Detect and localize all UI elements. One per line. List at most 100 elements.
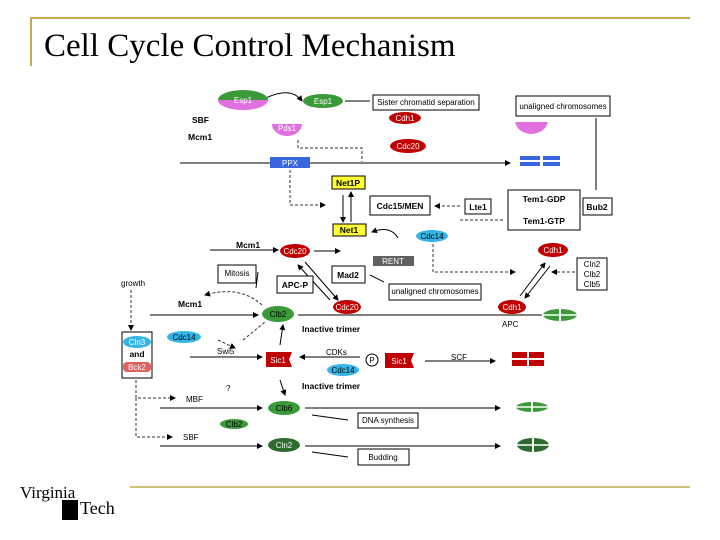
node-net1p: Net1P (331, 175, 366, 190)
node-esp1-pds1: Esp1 (218, 90, 268, 110)
svg-text:Clb6: Clb6 (276, 404, 293, 413)
node-sic1-p: Sic1 (385, 353, 414, 368)
node-net1: Net1 (332, 223, 367, 237)
svg-text:Clb5: Clb5 (584, 280, 601, 289)
box-bub2: Bub2 (582, 197, 613, 216)
svg-text:RENT: RENT (382, 257, 404, 266)
phosphate-node: P (365, 353, 379, 367)
clb6-degraded-icon (515, 401, 549, 413)
svg-text:Cln2: Cln2 (276, 441, 293, 450)
svg-text:Clb2: Clb2 (226, 420, 243, 429)
box-tem1: Tem1-GDP Tem1-GTP (507, 189, 581, 231)
svg-text:Tem1-GDP: Tem1-GDP (523, 194, 566, 204)
label-inactive-trimer-2: Inactive trimer (302, 381, 361, 391)
label-scf: SCF (451, 353, 467, 362)
slide-title: Cell Cycle Control Mechanism (44, 28, 456, 64)
sic1-degraded-icon (512, 352, 544, 366)
label-mcm1: Mcm1 (188, 132, 212, 142)
svg-text:Cdc15/MEN: Cdc15/MEN (377, 201, 424, 211)
node-cdc20-mid: Cdc20 (280, 244, 310, 258)
svg-text:PPX: PPX (282, 159, 299, 168)
svg-text:Sic1: Sic1 (270, 356, 286, 365)
svg-text:Tem1-GTP: Tem1-GTP (523, 216, 565, 226)
cln2-degraded-icon (516, 437, 550, 453)
svg-text:Tech: Tech (80, 498, 115, 518)
label-cdks: CDKs (326, 348, 347, 357)
svg-text:Cln2: Cln2 (584, 260, 601, 269)
node-clb2: Clb2 (262, 306, 294, 322)
node-cdc20-star: Cdc20 (333, 300, 361, 314)
svg-text:P: P (369, 356, 374, 365)
svg-text:Virginia: Virginia (20, 483, 76, 502)
svg-text:APC-P: APC-P (282, 280, 309, 290)
label-swi5: Swi5 (217, 347, 235, 356)
node-cdc14-c: Cdc14 (327, 364, 359, 376)
node-esp1: Esp1 (303, 94, 343, 108)
box-unaligned-chromosomes-mid: unaligned chromosomes (388, 283, 482, 301)
box-apc-p: APC-P (276, 275, 314, 294)
box-mitosis: Mitosis (217, 264, 257, 284)
box-cln2-clb2-clb5: Cln2 Clb2 Clb5 (576, 257, 608, 291)
node-cln2: Cln2 (268, 438, 300, 452)
svg-text:Cdh1: Cdh1 (502, 303, 522, 312)
svg-text:Mitosis: Mitosis (225, 269, 250, 278)
svg-text:Cdc14: Cdc14 (172, 333, 196, 342)
svg-text:unaligned chromosomes: unaligned chromosomes (519, 102, 606, 111)
svg-text:Cdc20: Cdc20 (396, 142, 420, 151)
label-sbf: SBF (192, 115, 209, 125)
node-ppx: PPX (270, 157, 310, 168)
box-sister-chromatid-separation: Sister chromatid separation (372, 94, 480, 111)
label-growth: growth (121, 279, 145, 288)
svg-text:Lte1: Lte1 (469, 202, 487, 212)
node-clb6: Clb6 (268, 401, 300, 415)
svg-text:Mad2: Mad2 (337, 270, 359, 280)
box-budding: Budding (357, 448, 410, 466)
label-inactive-trimer-1: Inactive trimer (302, 324, 361, 334)
pds1-degraded-icon (515, 122, 548, 134)
svg-text:Clb2: Clb2 (270, 310, 287, 319)
svg-text:Sister chromatid separation: Sister chromatid separation (377, 98, 474, 107)
node-pds1: Pds1 (272, 124, 302, 136)
svg-text:Esp1: Esp1 (234, 96, 253, 105)
box-dna-synthesis: DNA synthesis (357, 412, 419, 429)
label-question: ? (226, 384, 231, 393)
svg-text:Net1P: Net1P (336, 178, 360, 188)
svg-text:Budding: Budding (368, 453, 397, 462)
svg-text:and: and (129, 349, 144, 359)
svg-text:DNA synthesis: DNA synthesis (362, 416, 414, 425)
node-cdc14-b: Cdc14 (167, 331, 201, 343)
svg-text:Clb2: Clb2 (584, 270, 601, 279)
node-rent: RENT (373, 256, 414, 266)
svg-text:Cdc14: Cdc14 (420, 232, 444, 241)
clb2-degraded-icon (542, 308, 578, 322)
box-cln3-bck2: Cln3 and Bck2 (121, 331, 153, 379)
svg-text:Bck2: Bck2 (128, 363, 146, 372)
svg-text:Sic1: Sic1 (391, 357, 407, 366)
svg-text:unaligned chromosomes: unaligned chromosomes (391, 287, 478, 296)
box-cdc15-men: Cdc15/MEN (369, 195, 431, 216)
svg-text:Cdc20: Cdc20 (335, 303, 359, 312)
svg-text:Cdh1: Cdh1 (543, 246, 563, 255)
virginia-tech-logo: Virginia Tech (20, 483, 115, 520)
label-mcm1-mid: Mcm1 (236, 240, 260, 250)
label-mbf: MBF (186, 395, 203, 404)
label-apc: APC (502, 320, 519, 329)
label-sbf-low: SBF (183, 433, 199, 442)
box-mad2: Mad2 (331, 265, 366, 284)
svg-text:Pds1: Pds1 (278, 124, 297, 133)
svg-text:Cln3: Cln3 (129, 338, 146, 347)
node-cdh1-right: Cdh1 (538, 243, 568, 257)
svg-text:Cdc14: Cdc14 (331, 366, 355, 375)
svg-text:Net1: Net1 (340, 225, 359, 235)
box-unaligned-chromosomes-top: unaligned chromosomes (515, 95, 611, 117)
node-cdh1-star: Cdh1 (498, 300, 526, 314)
node-clb2-small: Clb2 (220, 419, 248, 429)
svg-text:Cdc20: Cdc20 (283, 247, 307, 256)
connections (128, 92, 597, 458)
node-cdh1-top: Cdh1 (389, 112, 421, 124)
svg-text:Esp1: Esp1 (314, 97, 333, 106)
label-mcm1-low: Mcm1 (178, 299, 202, 309)
node-cdc20-top: Cdc20 (390, 139, 426, 153)
node-sic1: Sic1 (266, 352, 292, 367)
